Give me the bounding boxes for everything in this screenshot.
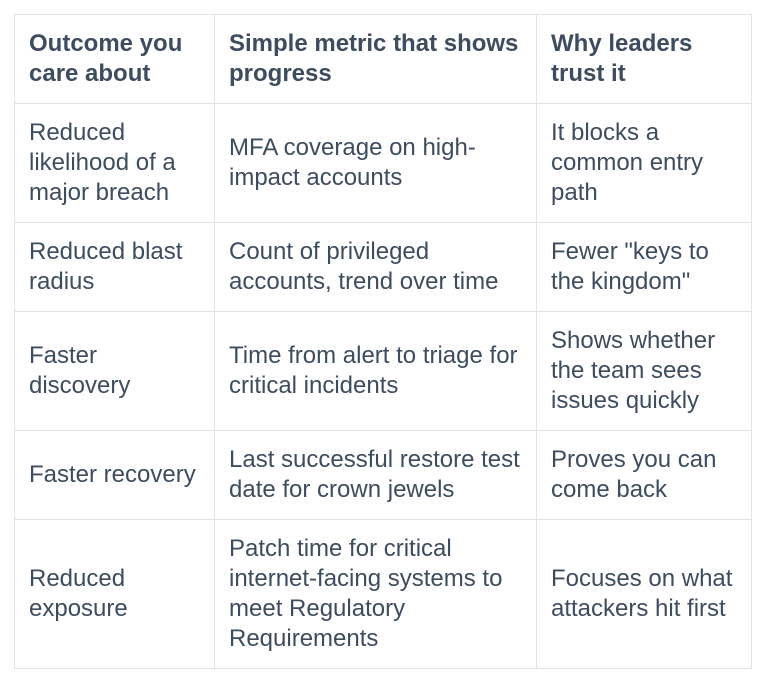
table-cell-outcome: Faster recovery bbox=[14, 430, 215, 520]
table-cell-trust: Shows whether the team sees issues quick… bbox=[536, 311, 752, 431]
table-row: Reduced blast radius Count of privileged… bbox=[14, 222, 752, 312]
table-cell-outcome: Reduced likelihood of a major breach bbox=[14, 103, 215, 223]
column-header-outcome: Outcome you care about bbox=[14, 14, 215, 104]
table-cell-trust: Focuses on what attackers hit first bbox=[536, 519, 752, 669]
table-row: Faster recovery Last successful restore … bbox=[14, 430, 752, 520]
table-cell-outcome: Faster discovery bbox=[14, 311, 215, 431]
table-cell-metric: Last successful restore test date for cr… bbox=[214, 430, 537, 520]
table-cell-metric: Count of privileged accounts, trend over… bbox=[214, 222, 537, 312]
column-header-metric: Simple metric that shows progress bbox=[214, 14, 537, 104]
table-cell-outcome: Reduced blast radius bbox=[14, 222, 215, 312]
header-row: Outcome you care about Simple metric tha… bbox=[14, 14, 752, 104]
table-cell-trust: It blocks a common entry path bbox=[536, 103, 752, 223]
table-cell-outcome: Reduced exposure bbox=[14, 519, 215, 669]
column-header-trust: Why leaders trust it bbox=[536, 14, 752, 104]
table-cell-metric: Time from alert to triage for critical i… bbox=[214, 311, 537, 431]
table-cell-trust: Proves you can come back bbox=[536, 430, 752, 520]
table-row: Faster discovery Time from alert to tria… bbox=[14, 311, 752, 431]
table-cell-metric: MFA coverage on high-impact accounts bbox=[214, 103, 537, 223]
table-row: Reduced likelihood of a major breach MFA… bbox=[14, 103, 752, 223]
table-row: Reduced exposure Patch time for critical… bbox=[14, 519, 752, 669]
table-cell-trust: Fewer "keys to the kingdom" bbox=[536, 222, 752, 312]
table-cell-metric: Patch time for critical internet-facing … bbox=[214, 519, 537, 669]
security-metrics-table: Outcome you care about Simple metric tha… bbox=[14, 14, 752, 669]
